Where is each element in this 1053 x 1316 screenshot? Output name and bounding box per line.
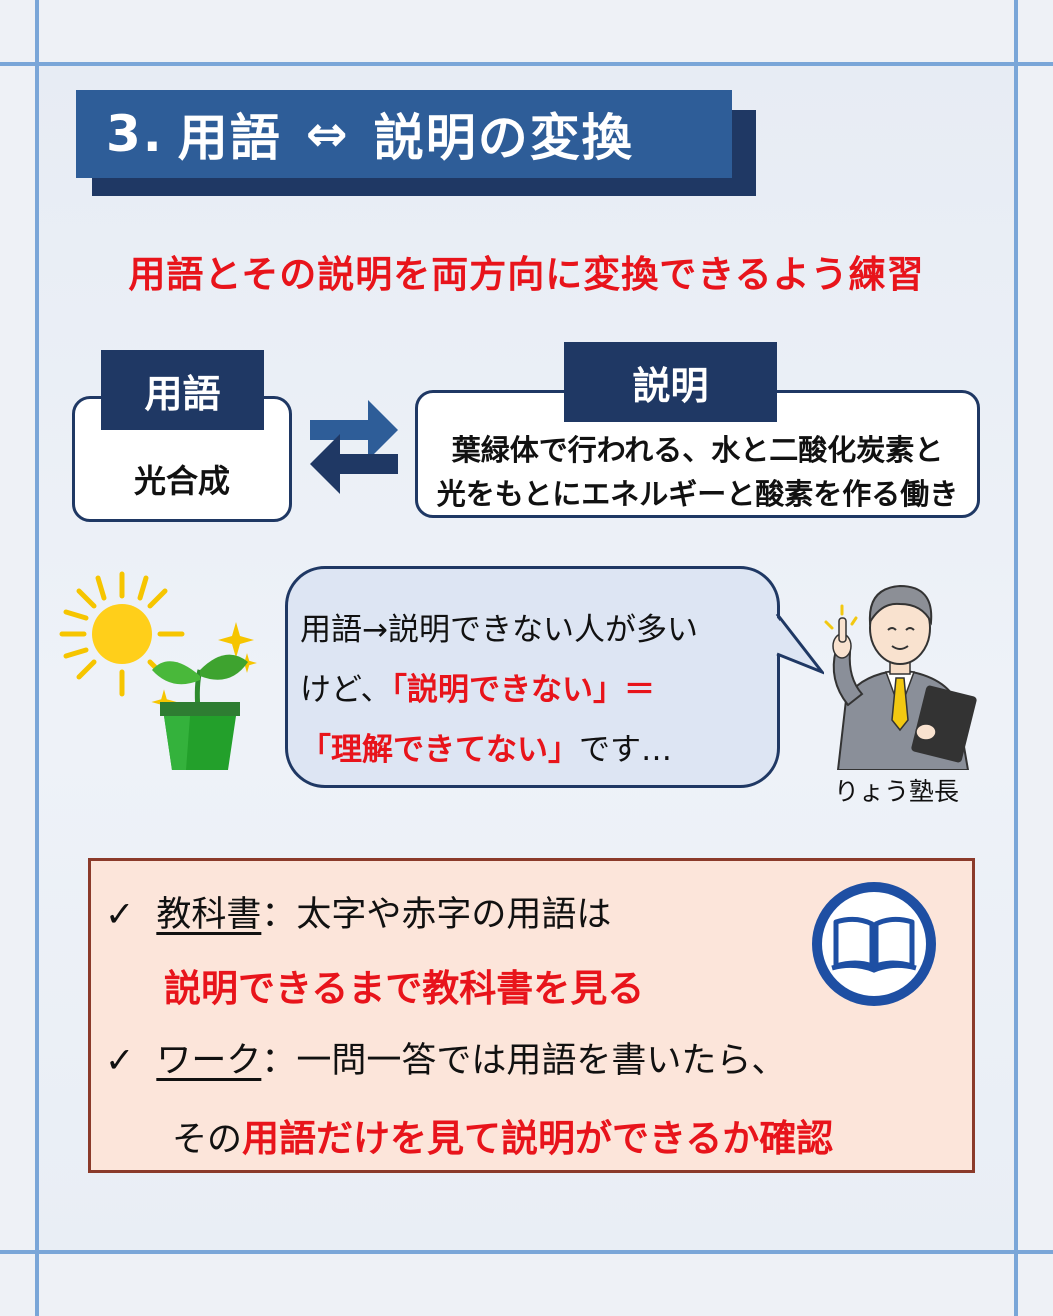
swap-arrows-icon [310, 400, 398, 494]
term-value: 光合成 [133, 462, 230, 500]
title-arrow: ⇔ [305, 105, 350, 163]
tip-item-1-header: ✓ 教科書：太字や赤字の用語は [105, 886, 611, 937]
bubble-line-2: けど、「説明できない」＝ [300, 660, 770, 720]
teacher-illustration [824, 584, 977, 770]
description-label: 説明 [564, 342, 777, 422]
title-term: 用語 [177, 109, 282, 167]
frame-line-right [1014, 0, 1018, 1316]
check-icon: ✓ [105, 895, 135, 935]
tip-item-2-text: ：一問一答では用語を書いたら、 [261, 1041, 787, 1081]
frame-line-bottom [0, 1250, 1053, 1254]
frame-line-left [35, 0, 39, 1316]
sun-icon [59, 571, 185, 697]
tip-item-1-highlight: 説明できるまで教科書を見る [164, 967, 645, 1010]
tip-item-2-highlight: 用語だけを見て説明ができるか確認 [242, 1117, 834, 1160]
description-text: 葉緑体で行われる、水と二酸化炭素と 光をもとにエネルギーと酸素を作る働き [420, 428, 975, 516]
tip-item-2-header: ✓ ワーク：一問一答では用語を書いたら、 [105, 1032, 786, 1083]
page-title: 3. 用語 ⇔ 説明の変換 [76, 90, 732, 178]
description-line-1: 葉緑体で行われる、水と二酸化炭素と [451, 433, 944, 467]
sprout-icon [152, 654, 248, 770]
bubble-line-3-red: 「理解できてない」 [300, 732, 579, 768]
sparkle-icon [218, 622, 254, 658]
title-number: 3. [106, 105, 164, 163]
speech-bubble [285, 566, 780, 788]
title-rest: 説明の変換 [373, 109, 634, 167]
tip-item-2-detail: その用語だけを見て説明ができるか確認 [172, 1108, 833, 1162]
bubble-line-2-red: 「説明できない」＝ [391, 672, 655, 708]
term-label: 用語 [101, 350, 264, 430]
subtitle: 用語とその説明を両方向に変換できるよう練習 [128, 253, 925, 296]
bubble-line-3-plain: です… [579, 732, 672, 768]
check-icon: ✓ [105, 1041, 135, 1081]
bubble-line-2-plain: けど、 [300, 672, 392, 708]
tip-item-1-text: ：太字や赤字の用語は [261, 895, 612, 935]
description-line-2: 光をもとにエネルギーと酸素を作る働き [436, 477, 959, 511]
tip-item-1-key: 教科書 [156, 895, 262, 935]
tip-item-2-plain: その [172, 1120, 243, 1160]
speaker-name: りょう塾長 [834, 777, 960, 806]
bubble-line-1: 用語→説明できない人が多い [300, 612, 698, 648]
book-icon [812, 882, 936, 1006]
frame-line-top [0, 62, 1053, 66]
speech-bubble-tail [774, 613, 824, 675]
speech-bubble-text: 用語→説明できない人が多い けど、「説明できない」＝ 「理解できてない」です… [300, 600, 770, 780]
tip-item-2-key: ワーク [156, 1041, 262, 1081]
bubble-line-3: 「理解できてない」です… [300, 720, 770, 780]
